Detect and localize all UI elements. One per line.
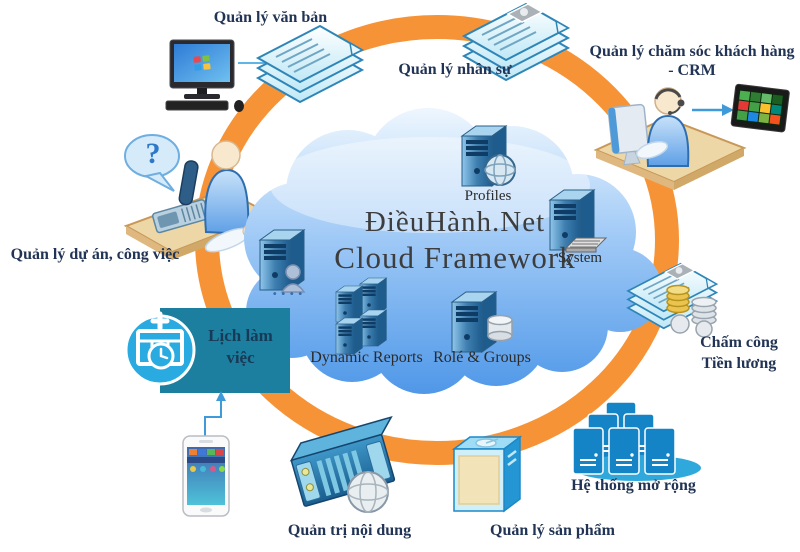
product-box-icon <box>451 435 523 513</box>
cloud-title: ĐiềuHành.Net Cloud Framework <box>334 206 576 275</box>
database-icon <box>487 314 513 342</box>
reports-servers-icon <box>335 277 387 355</box>
calendar-clock-icon <box>124 311 196 386</box>
label-mo-rong: Hệ thống mở rộng <box>571 477 696 494</box>
desktop-computer-icon <box>165 39 244 112</box>
content-server-icon <box>289 415 396 513</box>
label-profiles: Profiles <box>464 188 512 204</box>
system-server-icon <box>549 189 608 253</box>
globe-icon <box>484 154 516 186</box>
label-van-ban: Quản lý văn bản <box>213 9 328 26</box>
label-system: System <box>557 250 603 266</box>
dots-text: .... <box>272 279 307 299</box>
smartphone-icon <box>182 435 230 517</box>
label-lich: Lịch làm việc <box>208 326 273 367</box>
roles-server-icon <box>451 291 513 353</box>
crm-arrow-icon <box>692 104 734 116</box>
label-crm: Quản lý chăm sóc khách hàng - CRM <box>589 43 795 79</box>
label-noi-dung: Quản trị nội dung <box>287 522 412 539</box>
apps-server-icon <box>259 229 306 293</box>
label-nhan-su: Quản lý nhân sự <box>398 61 512 78</box>
globe-icon <box>347 471 389 513</box>
crm-agent-desk-icon <box>593 87 747 190</box>
question-mark-text: ? <box>145 137 161 170</box>
label-cham-cong: Chấm công Tiền lương <box>700 334 778 372</box>
phone-connector-line <box>204 391 226 436</box>
coins-icon <box>666 284 717 338</box>
user-icon <box>280 264 306 293</box>
keyboard-icon <box>564 237 608 253</box>
label-san-pham: Quản lý sản phẩm <box>490 522 615 539</box>
profiles-server-icon <box>461 125 516 187</box>
label-dynamic-reports: Dynamic Reports <box>310 349 423 366</box>
label-du-an: Quản lý dự án, công việc <box>10 246 180 263</box>
label-role-groups: Rolé & Groups <box>433 349 531 366</box>
tablet-icon <box>730 83 790 133</box>
server-cluster-icon <box>572 401 701 481</box>
